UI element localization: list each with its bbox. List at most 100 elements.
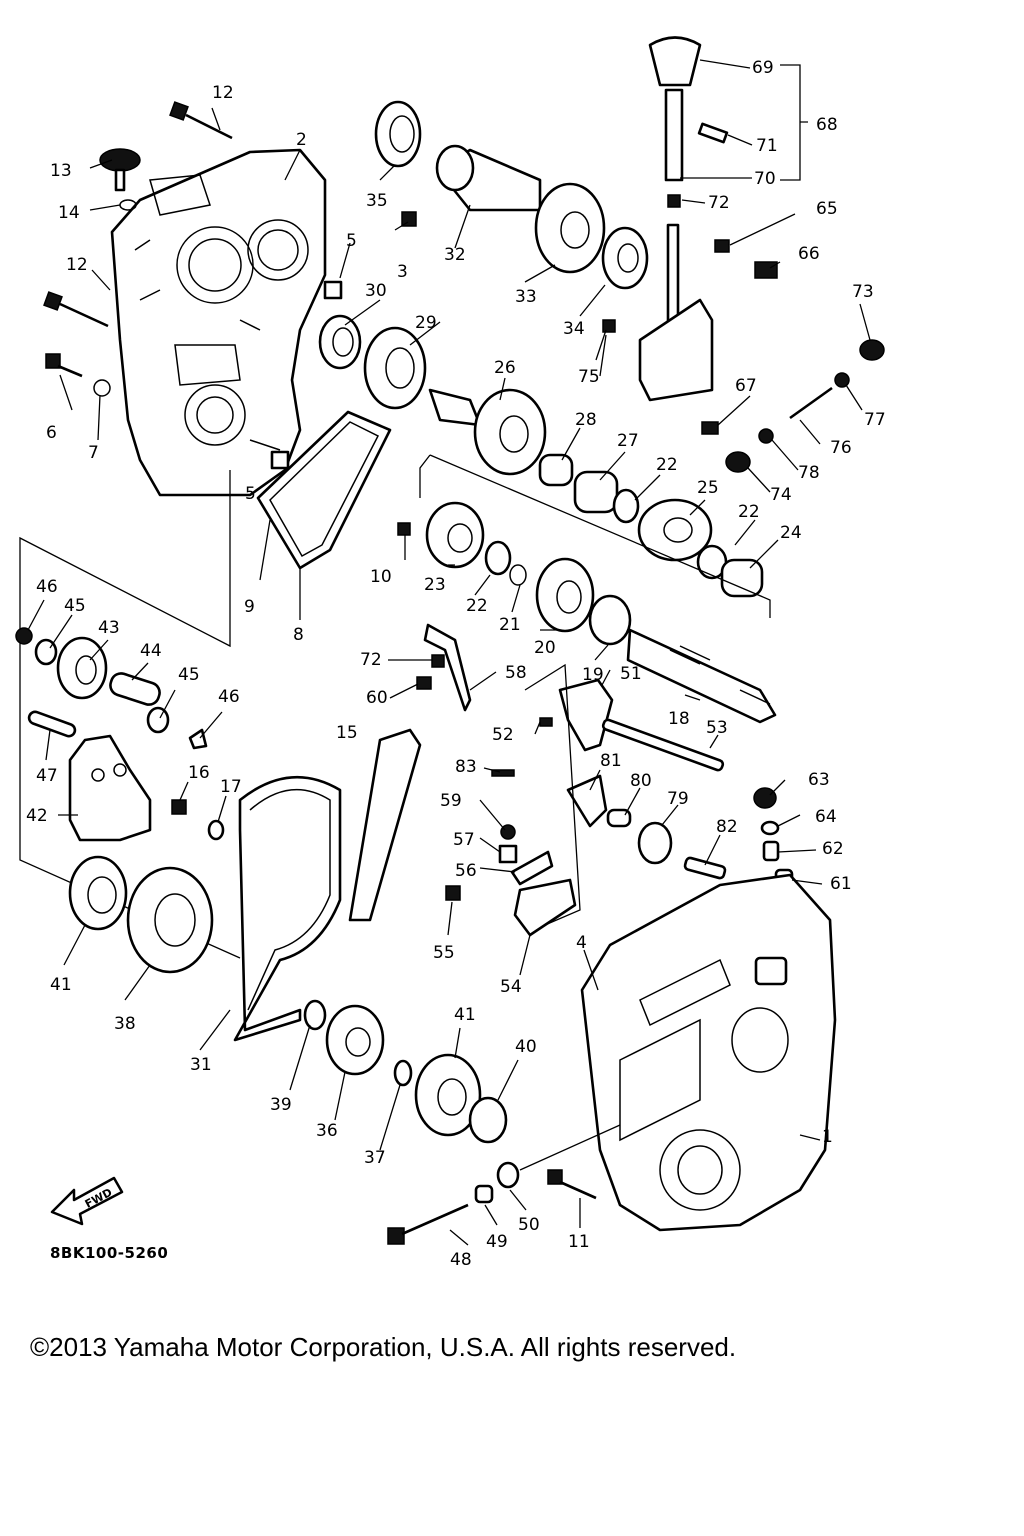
lever-54 (513, 878, 577, 937)
callout-47: 47 (36, 766, 58, 786)
bearing-34 (601, 226, 649, 290)
ring-37 (393, 1059, 413, 1087)
nut-78 (758, 428, 774, 444)
lever-assy-65 (638, 223, 714, 402)
bracket-42 (68, 734, 152, 842)
nut-17 (207, 819, 225, 841)
bearing-41-left (68, 855, 128, 931)
nut-77 (834, 372, 850, 388)
callout-43: 43 (98, 618, 120, 638)
gear-33 (534, 182, 606, 274)
callout-67: 67 (735, 376, 757, 396)
pin-80 (606, 808, 632, 828)
gear-23 (425, 501, 485, 569)
shaft-44 (109, 672, 161, 706)
nut-72-top (667, 194, 681, 208)
washer-22-low (484, 540, 512, 576)
case-cover-part-2 (110, 148, 327, 497)
callout-75: 75 (578, 367, 600, 387)
bolt-66 (754, 261, 778, 279)
callout-65: 65 (816, 199, 838, 219)
callout-13: 13 (50, 161, 72, 181)
knob-69 (648, 36, 702, 87)
callout-39: 39 (270, 1095, 292, 1115)
callout-74: 74 (770, 485, 792, 505)
bearing-24 (720, 558, 764, 598)
callout-31: 31 (190, 1055, 212, 1075)
bolt-60 (416, 676, 432, 690)
roller-79 (637, 821, 673, 865)
callout-56: 56 (455, 861, 477, 881)
callout-59: 59 (440, 791, 462, 811)
callout-69: 69 (752, 58, 774, 78)
bolt-48 (387, 1203, 469, 1245)
joint-73 (859, 339, 885, 361)
tensioner-15 (348, 728, 422, 922)
washer-50 (496, 1161, 520, 1189)
callout-79: 79 (667, 789, 689, 809)
callout-73: 73 (852, 282, 874, 302)
callout-72b: 72 (360, 650, 382, 670)
callout-72a: 72 (708, 193, 730, 213)
callout-41a: 41 (50, 975, 72, 995)
callout-3: 3 (397, 262, 408, 282)
bearing-28 (538, 453, 574, 487)
callout-45a: 45 (64, 596, 86, 616)
bolt-65a (714, 239, 730, 253)
callout-49: 49 (486, 1232, 508, 1252)
callout-80: 80 (630, 771, 652, 791)
callout-66: 66 (798, 244, 820, 264)
callout-9: 9 (244, 597, 255, 617)
callout-37: 37 (364, 1148, 386, 1168)
case-part-1 (580, 873, 837, 1232)
plate-81 (566, 774, 608, 828)
bolt-12-top (169, 101, 233, 140)
dowel-5-upper (323, 280, 343, 300)
callout-12a: 12 (212, 83, 234, 103)
callout-19: 19 (582, 665, 604, 685)
callout-4: 4 (576, 933, 587, 953)
sprocket-38 (126, 866, 214, 974)
callout-6: 6 (46, 423, 57, 443)
callout-34: 34 (563, 319, 585, 339)
callout-57: 57 (453, 830, 475, 850)
gear-26 (428, 388, 547, 476)
bearing-29 (363, 326, 427, 410)
callout-46b: 46 (218, 687, 240, 707)
shift-shaft-58 (423, 623, 472, 712)
callout-70: 70 (754, 169, 776, 189)
plug-63 (753, 787, 777, 809)
washer-64 (760, 820, 780, 836)
shaft-18 (626, 628, 777, 724)
callout-23: 23 (424, 575, 446, 595)
callout-1: 1 (822, 1127, 833, 1147)
rod-70 (664, 88, 684, 182)
chain-31 (233, 775, 342, 1042)
oil-plug-13 (99, 148, 141, 211)
callout-18: 18 (668, 709, 690, 729)
callout-30: 30 (365, 281, 387, 301)
copyright-notice: ©2013 Yamaha Motor Corporation, U.S.A. A… (30, 1332, 737, 1362)
callout-83: 83 (455, 757, 477, 777)
callout-68: 68 (816, 115, 838, 135)
callout-58: 58 (505, 663, 527, 683)
callout-62: 62 (822, 839, 844, 859)
washer-22-top (612, 488, 640, 524)
callout-5b: 5 (245, 484, 256, 504)
callout-63: 63 (808, 770, 830, 790)
callout-11: 11 (568, 1232, 590, 1252)
fwd-arrow-icon: FWD (50, 1176, 124, 1226)
callout-76: 76 (830, 438, 852, 458)
clip-46-low (188, 728, 208, 750)
callout-labels: 1 2 3 4 5 5 6 7 8 9 10 11 12 12 13 14 15… (26, 58, 886, 1270)
dowel-5-lower (270, 450, 290, 470)
callout-42: 42 (26, 806, 48, 826)
nut-72-low (431, 654, 445, 668)
pin-71 (697, 122, 729, 144)
callout-24: 24 (780, 523, 802, 543)
callout-14: 14 (58, 203, 80, 223)
callout-54: 54 (500, 977, 522, 997)
callout-8: 8 (293, 625, 304, 645)
callout-61: 61 (830, 874, 852, 894)
bolt-16 (171, 799, 187, 815)
